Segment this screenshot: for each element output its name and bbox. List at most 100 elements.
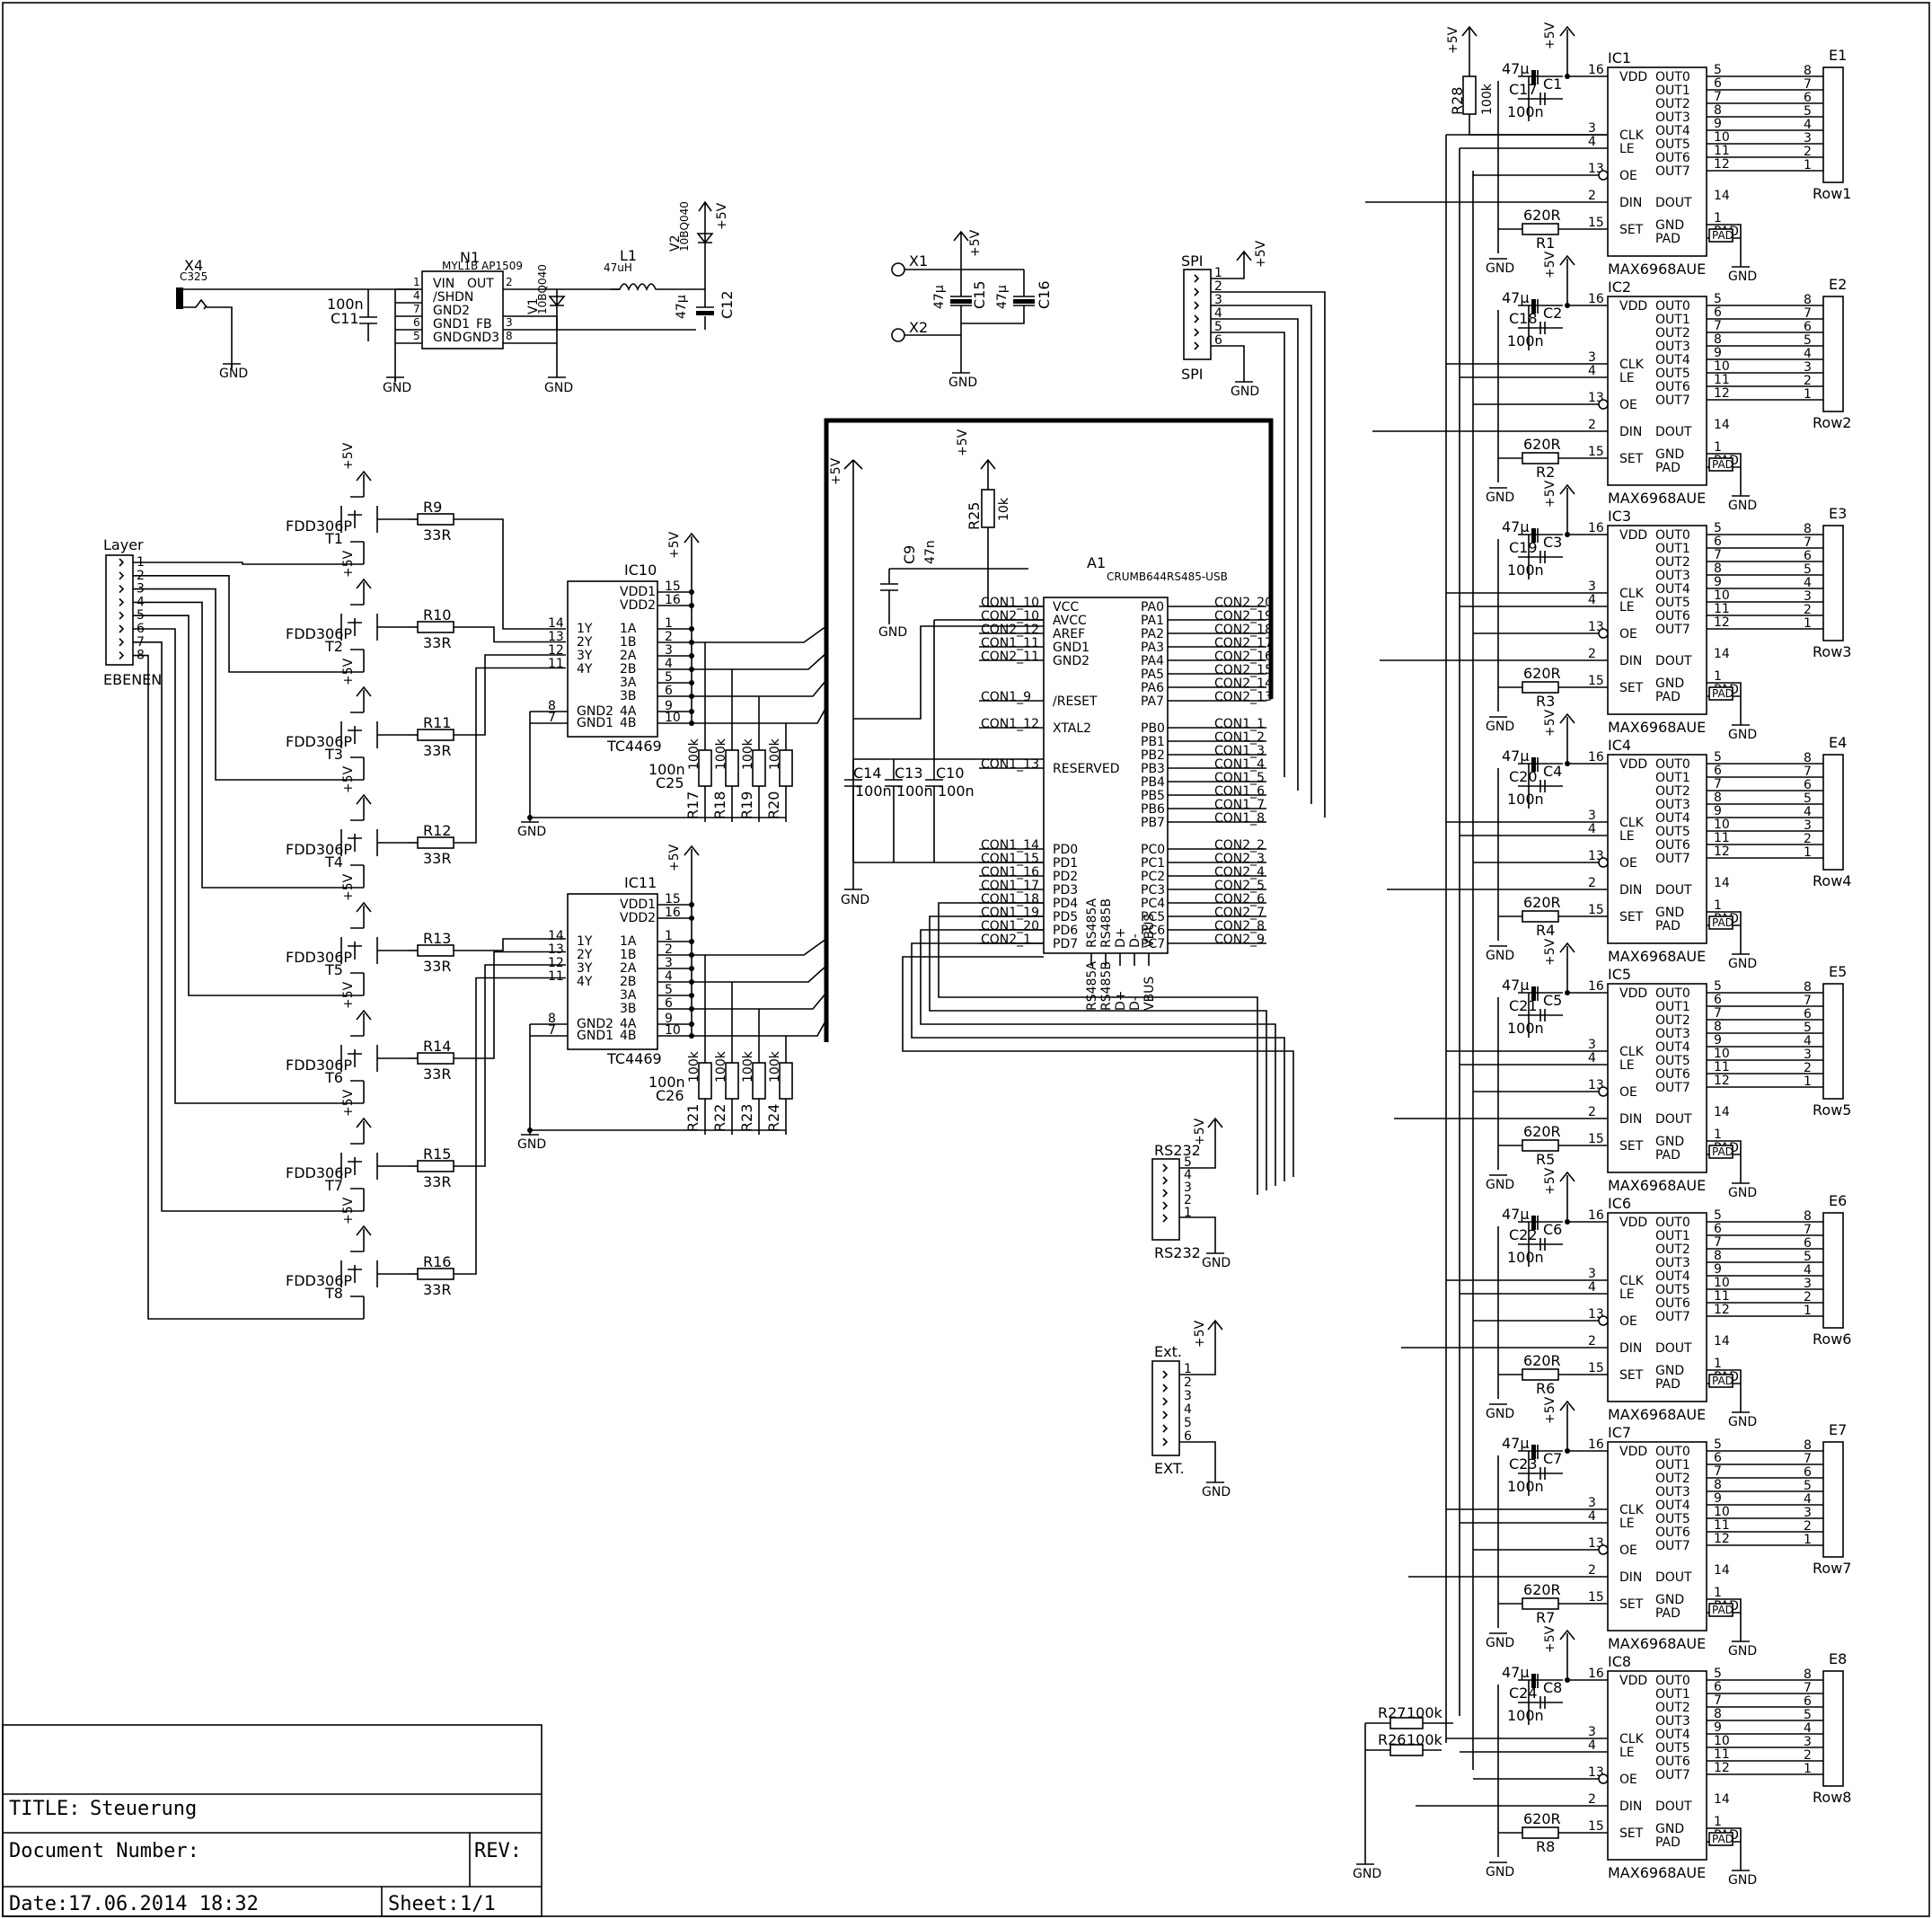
mcu-pin-name: GND1 — [1053, 641, 1090, 655]
mcu-pin-name: PB7 — [1141, 816, 1165, 830]
mcu-pin-name: PD4 — [1053, 897, 1078, 911]
max-pin-name: LE — [1619, 1746, 1635, 1760]
vcc-label: +5V — [1543, 22, 1557, 49]
mcu-bottom-label: RS485A — [1085, 961, 1099, 1011]
r27-ref: R27 — [1378, 1704, 1406, 1721]
pad-box — [1708, 1603, 1734, 1617]
vcc-arrow — [1559, 1629, 1575, 1640]
mosfet-diode — [348, 1265, 362, 1283]
vcc-arrow — [684, 532, 700, 544]
driver-ref: IC11 — [624, 874, 657, 891]
mcu-pin-name: PC5 — [1141, 910, 1165, 924]
driver-pin-number: 1 — [665, 929, 673, 943]
driver-body — [567, 580, 658, 738]
mosfet-ref: T4 — [324, 853, 343, 871]
driver-pin-name: 1Y — [577, 934, 593, 949]
max-pin-number: 3 — [1588, 1496, 1596, 1510]
row-pin-number: 4 — [1804, 1721, 1812, 1736]
cap-plate — [1539, 1467, 1546, 1480]
max-pin-number: 3 — [1588, 121, 1596, 136]
row-pin-number: 6 — [1804, 1007, 1812, 1021]
cap-plate — [1531, 1674, 1536, 1688]
max-pin-number: 15 — [1588, 216, 1604, 230]
row-pin-number: 2 — [1804, 1519, 1812, 1534]
row-ref: E3 — [1829, 505, 1847, 522]
cap-plate — [1531, 986, 1536, 1001]
mcu-con-label: CON1_19 — [981, 906, 1039, 920]
resistor-value: 100k — [768, 1050, 782, 1083]
v2-ref: V2 — [668, 235, 683, 252]
max-pin-name: OUT4 — [1655, 353, 1690, 367]
max-pin-number: 10 — [1714, 588, 1730, 603]
row-pin-number: 6 — [1804, 1465, 1812, 1480]
svg-text:2: 2 — [506, 276, 513, 288]
row-pin-number: 6 — [1804, 549, 1812, 563]
cap-plate — [1539, 1696, 1546, 1709]
resistor-ref: R15 — [423, 1145, 451, 1163]
c47-ref: C5 — [1543, 992, 1562, 1009]
max-pin-number: 1 — [1714, 1586, 1722, 1600]
max-pin-number: 2 — [1588, 1105, 1596, 1119]
c100-value: 100n — [1507, 103, 1544, 120]
set-resistor-ref: R3 — [1536, 693, 1555, 710]
date-value: 17.06.2014 18:32 — [68, 1893, 259, 1915]
set-resistor-value: 620R — [1523, 1123, 1561, 1140]
mcu-pin-name: D+ — [1114, 927, 1128, 948]
row-pin-number: 5 — [1804, 1021, 1812, 1035]
rs232-gnd-label: GND — [1202, 1256, 1231, 1270]
mcu-value: CRUMB644RS485-USB — [1107, 570, 1228, 583]
c9-ref: C9 — [901, 545, 918, 564]
max-pin-name: OUT6 — [1655, 151, 1690, 165]
pad-label: PAD — [1712, 229, 1734, 242]
max-pin-name: VDD — [1619, 986, 1647, 1001]
mcu-pin-name: PB1 — [1141, 735, 1165, 749]
mcu-con-label: CON2_8 — [1214, 919, 1265, 933]
gate-drive-wire — [454, 518, 566, 630]
svg-text:GND3: GND3 — [463, 331, 499, 345]
max-pin-name: OUT1 — [1655, 1458, 1690, 1472]
driver-pin-name: 2B — [620, 975, 637, 989]
mcu-pin-name: PA5 — [1141, 668, 1164, 682]
mosfet-diode — [348, 942, 362, 960]
max-pin-name: OE — [1619, 627, 1637, 641]
cap-plate — [1539, 780, 1546, 792]
driver-pin-number: 5 — [665, 983, 673, 997]
max-ref: IC2 — [1608, 279, 1631, 296]
doc-number-label: Document Number: — [9, 1840, 199, 1862]
set-resistor — [1522, 1139, 1559, 1152]
max-pin-name: OUT2 — [1655, 784, 1690, 799]
max-pin-number: 11 — [1714, 1518, 1730, 1533]
c12-ref: C12 — [719, 290, 736, 319]
drain-wire — [133, 588, 364, 781]
max-pin-name: DOUT — [1655, 196, 1692, 210]
pad-box — [1708, 686, 1734, 701]
vcc-label-v2: +5V — [715, 202, 729, 230]
resistor-ref: R19 — [738, 791, 755, 819]
resistor-value: 100k — [687, 1050, 701, 1083]
row-pin-number: 8 — [1804, 980, 1812, 995]
max-pin-number: 14 — [1714, 647, 1730, 661]
r28-value: 100k — [1480, 83, 1495, 115]
c100-ref: C18 — [1509, 310, 1538, 327]
mosfet-channel — [350, 1143, 365, 1211]
row-pin-number: 3 — [1804, 1048, 1812, 1062]
mosfet-value: FDD306P — [286, 1272, 352, 1289]
max-pin-name: OUT3 — [1655, 1027, 1690, 1041]
mcu-con-label: CON2_13 — [1214, 690, 1273, 704]
max-ref: IC3 — [1608, 508, 1631, 525]
mcu-con-label: CON1_9 — [981, 690, 1031, 704]
cap-plate — [1539, 551, 1546, 563]
row-pin-number: 1 — [1804, 158, 1812, 172]
mcu-pin-name: PB6 — [1141, 802, 1165, 817]
max-pin-name: OUT5 — [1655, 825, 1690, 839]
mcu-pin-name: PC2 — [1141, 870, 1165, 884]
cap-plate — [1531, 1216, 1536, 1230]
max-pin-number: 5 — [1714, 1667, 1722, 1681]
mcu-pin-name: VCC — [1053, 600, 1079, 615]
max-pin-name: OUT2 — [1655, 326, 1690, 340]
c100-value: 100n — [1507, 1249, 1544, 1266]
driver-pin-number: 6 — [665, 684, 673, 698]
l1-ref: L1 — [620, 247, 637, 264]
vcc-arrow — [356, 685, 372, 697]
